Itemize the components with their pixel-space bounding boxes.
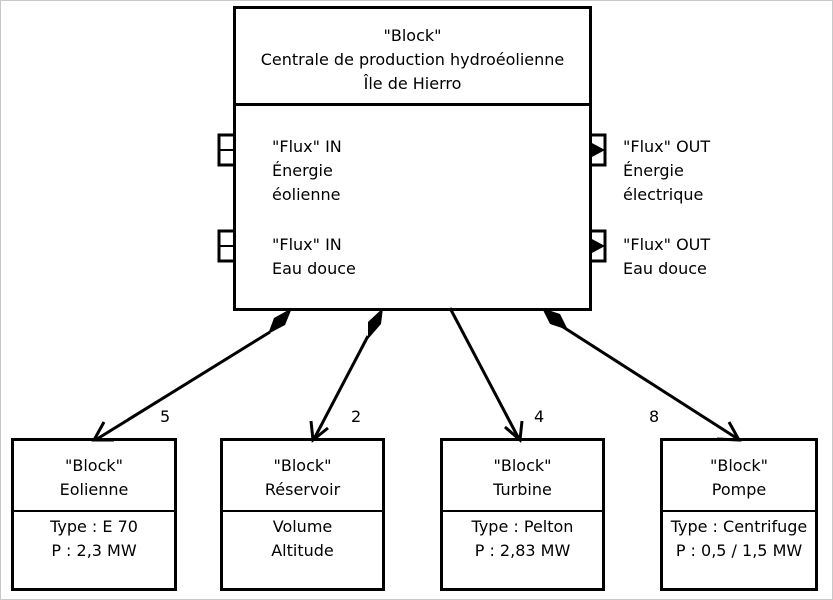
part-property: P : 2,83 MW bbox=[474, 541, 571, 560]
part-stereotype: "Block" bbox=[493, 456, 552, 475]
port-label-in-eau: "Flux" IN Eau douce bbox=[272, 233, 356, 281]
part-properties: Type : Centrifuge P : 0,5 / 1,5 MW bbox=[663, 512, 815, 563]
port-flow: Énergie bbox=[272, 161, 333, 180]
part-header: "Block" Réservoir bbox=[223, 441, 382, 512]
part-property: Type : Centrifuge bbox=[670, 517, 808, 536]
port-flow-cont: électrique bbox=[623, 185, 704, 204]
main-block-name: Centrale de production hydroéolienne bbox=[260, 50, 565, 69]
main-block-location: Île de Hierro bbox=[363, 74, 462, 93]
part-header: "Block" Eolienne bbox=[14, 441, 174, 512]
port-flow: Énergie bbox=[623, 161, 684, 180]
multiplicity-turbine: 4 bbox=[534, 407, 545, 426]
part-stereotype: "Block" bbox=[65, 456, 123, 475]
part-properties: Volume Altitude bbox=[223, 512, 382, 563]
port-stereotype: "Flux" IN bbox=[272, 235, 342, 254]
port-flow: Eau douce bbox=[623, 259, 707, 278]
part-property: P : 2,3 MW bbox=[51, 541, 137, 560]
part-property: P : 0,5 / 1,5 MW bbox=[675, 541, 803, 560]
part-name: Réservoir bbox=[264, 480, 341, 499]
part-property: Volume bbox=[272, 517, 333, 536]
port-stereotype: "Flux" IN bbox=[272, 137, 342, 156]
main-block: "Block" Centrale de production hydroéoli… bbox=[233, 6, 592, 311]
part-name: Eolienne bbox=[59, 480, 129, 499]
part-stereotype: "Block" bbox=[273, 456, 332, 475]
port-flow: Eau douce bbox=[272, 259, 356, 278]
multiplicity-pompe: 8 bbox=[649, 407, 660, 426]
part-header: "Block" Turbine bbox=[443, 441, 602, 512]
port-stereotype: "Flux" OUT bbox=[623, 137, 711, 156]
part-stereotype: "Block" bbox=[710, 456, 768, 475]
part-properties: Type : E 70 P : 2,3 MW bbox=[14, 512, 174, 563]
part-block-reservoir: "Block" Réservoir Volume Altitude bbox=[220, 438, 385, 591]
part-block-turbine: "Block" Turbine Type : Pelton P : 2,83 M… bbox=[440, 438, 605, 591]
port-flow-cont: éolienne bbox=[272, 185, 341, 204]
part-block-pompe: "Block" Pompe Type : Centrifuge P : 0,5 … bbox=[660, 438, 818, 591]
part-property: Type : E 70 bbox=[50, 517, 138, 536]
part-property: Type : Pelton bbox=[471, 517, 574, 536]
part-block-eolienne: "Block" Eolienne Type : E 70 P : 2,3 MW bbox=[11, 438, 177, 591]
main-block-stereotype: "Block" bbox=[383, 26, 442, 45]
port-label-out-eau: "Flux" OUT Eau douce bbox=[623, 233, 710, 281]
port-label-out-energie: "Flux" OUT Énergie électrique bbox=[623, 135, 710, 207]
part-header: "Block" Pompe bbox=[663, 441, 815, 512]
port-stereotype: "Flux" OUT bbox=[623, 235, 711, 254]
part-name: Turbine bbox=[493, 480, 552, 499]
part-properties: Type : Pelton P : 2,83 MW bbox=[443, 512, 602, 563]
part-name: Pompe bbox=[711, 480, 767, 499]
part-property: Altitude bbox=[271, 541, 334, 560]
port-label-in-energie: "Flux" IN Énergie éolienne bbox=[272, 135, 342, 207]
main-block-header: "Block" Centrale de production hydroéoli… bbox=[236, 9, 589, 106]
multiplicity-reservoir: 2 bbox=[351, 407, 362, 426]
multiplicity-eolienne: 5 bbox=[160, 407, 171, 426]
